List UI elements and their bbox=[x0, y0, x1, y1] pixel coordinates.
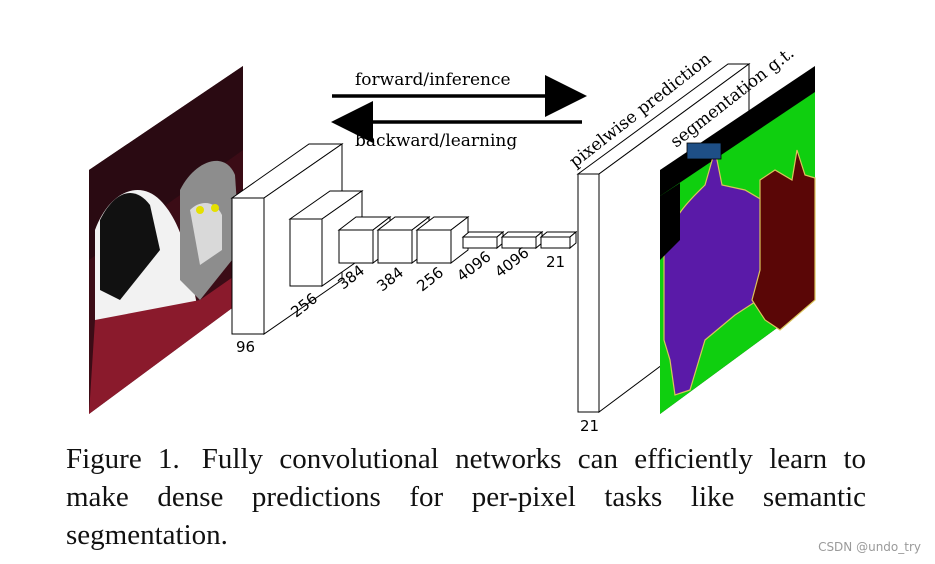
legend-box bbox=[686, 142, 722, 160]
fcn-diagram: 96 256 384 384 256 4096 4096 21 forward/… bbox=[89, 43, 816, 435]
backward-label: backward/learning bbox=[355, 131, 517, 151]
fc-block-21 bbox=[539, 230, 578, 250]
conv-block-256-b bbox=[415, 215, 470, 265]
forward-label: forward/inference bbox=[355, 70, 511, 90]
watermark: CSDN @undo_try bbox=[818, 540, 921, 554]
layer-label-384-b: 384 bbox=[373, 263, 407, 295]
layer-label-256-b: 256 bbox=[413, 263, 447, 295]
prediction-channels-label: 21 bbox=[580, 417, 599, 435]
figure-number: Figure 1. bbox=[66, 443, 180, 475]
input-image bbox=[89, 66, 243, 414]
caption-text: Fully convolutional networks can efficie… bbox=[66, 443, 867, 551]
layer-label-4096-b: 4096 bbox=[491, 243, 532, 281]
layer-label-21: 21 bbox=[546, 253, 565, 271]
fc-block-4096-a bbox=[461, 230, 505, 250]
segmentation-gt-image bbox=[660, 66, 816, 414]
layer-label-96: 96 bbox=[236, 338, 255, 356]
figure-caption: Figure 1.Fully convolutional networks ca… bbox=[66, 440, 866, 554]
